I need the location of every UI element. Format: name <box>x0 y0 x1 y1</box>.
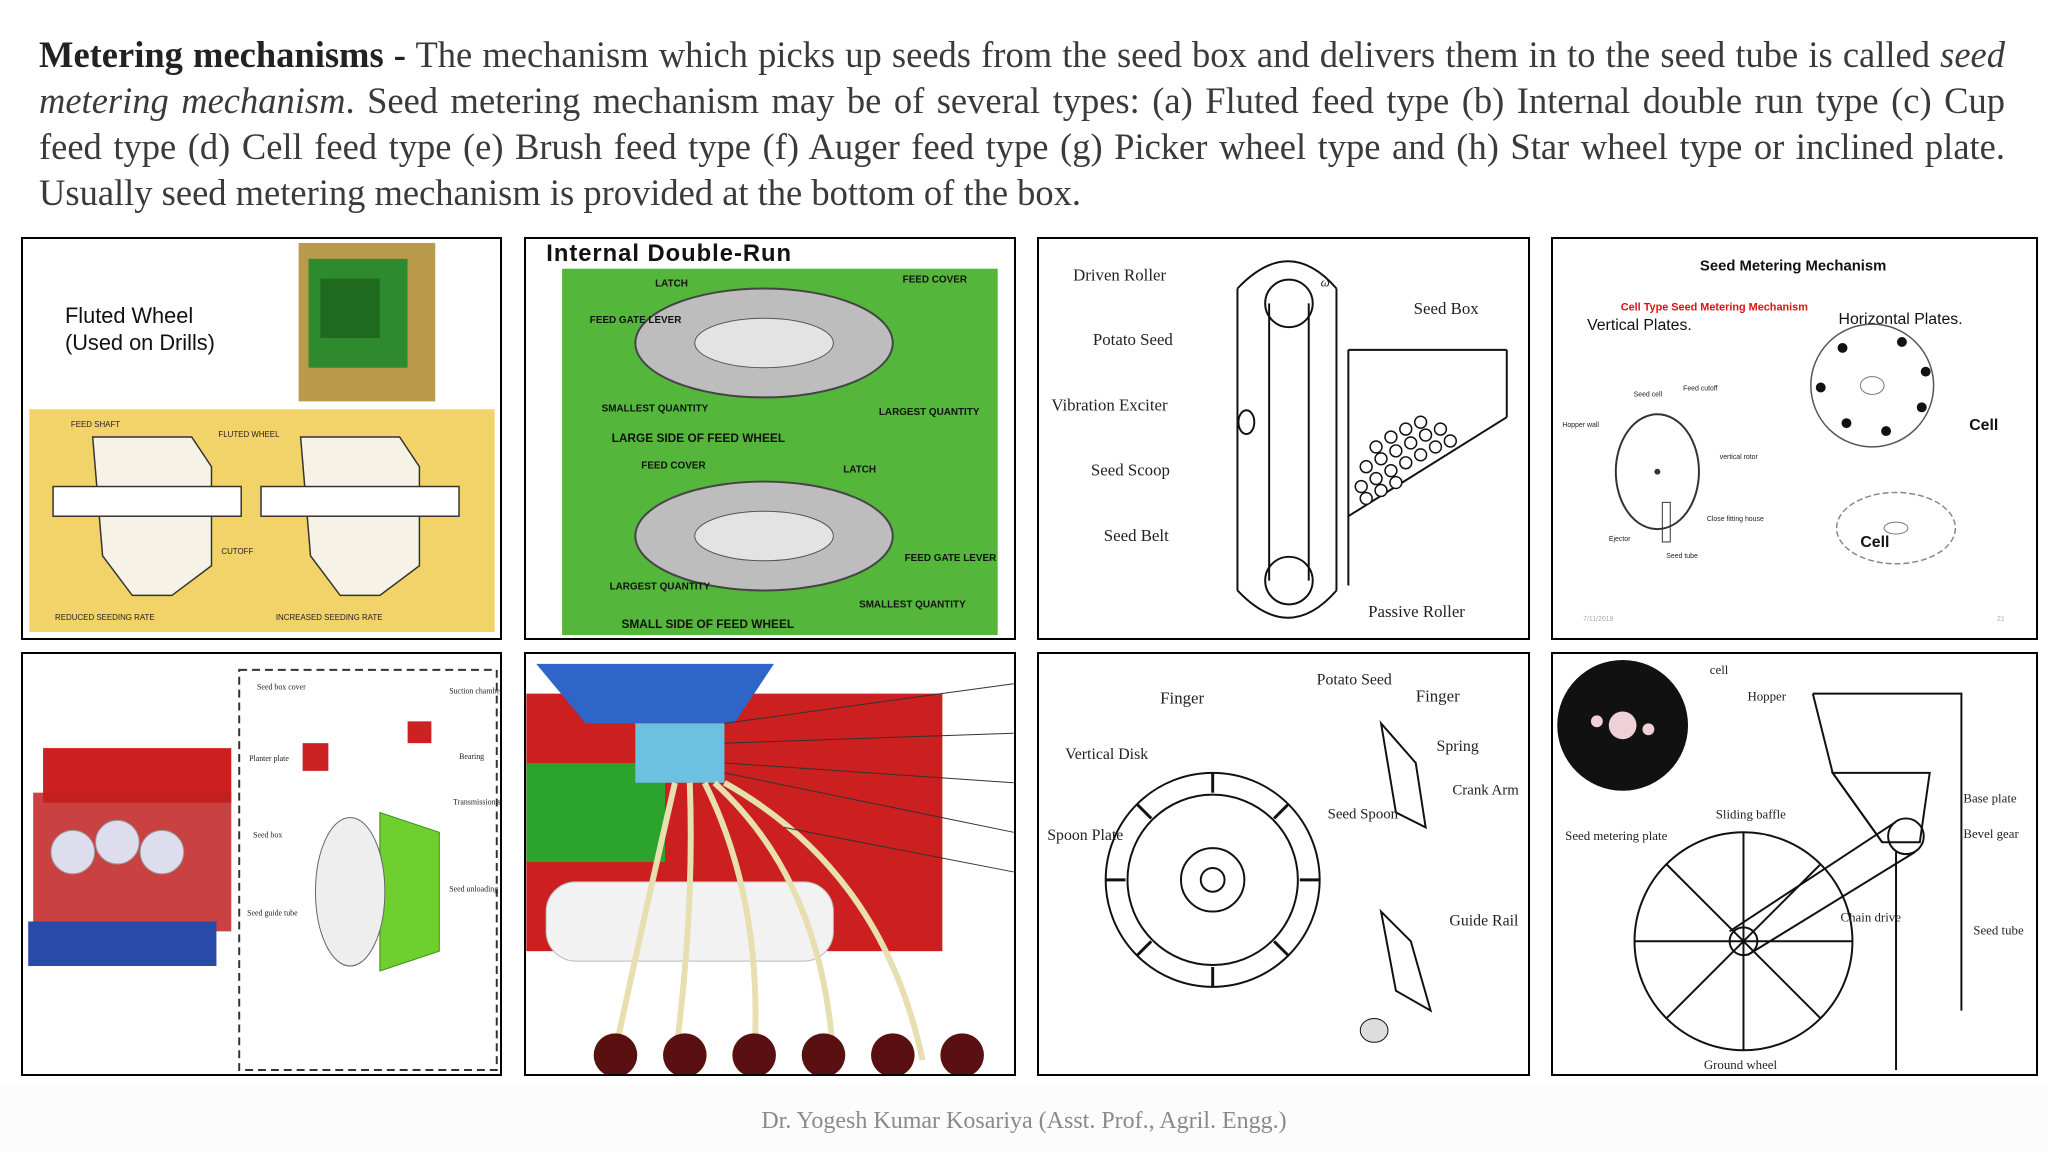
label-seed-cell: Seed cell <box>1634 391 1663 398</box>
label-smallest-top: SMALLEST QUANTITY <box>602 403 709 414</box>
cell-title: Seed Metering Mechanism <box>1700 259 1886 275</box>
label-small-side: SMALL SIDE OF FEED WHEEL <box>621 617 794 631</box>
double-run-title: Internal Double-Run <box>546 240 792 267</box>
label-fluted-wheel: FLUTED WHEEL <box>218 430 280 439</box>
para-italic: seed metering mechanism <box>39 34 2005 121</box>
label-feed-shaft: FEED SHAFT <box>71 420 120 429</box>
label-vertical-disk: Vertical Disk <box>1065 746 1148 763</box>
label-seed-box-p5: Seed box <box>253 830 282 839</box>
label-feed-cutoff: Feed cutoff <box>1683 385 1718 392</box>
label-spoon-plate: Spoon Plate <box>1047 827 1123 844</box>
cell-subtitle: Cell Type Seed Metering Mechanism <box>1621 301 1808 313</box>
label-bearing: Bearing <box>459 752 484 761</box>
label-feed-cover-bottom: FEED COVER <box>641 461 705 472</box>
label-potato-seed: Potato Seed <box>1093 330 1174 349</box>
slide-date: 7/11/2019 <box>1583 616 1613 623</box>
label-planter-plate: Planter plate <box>249 754 289 763</box>
seed-pile <box>1354 415 1458 506</box>
label-transmission-shaft: Transmission shaft <box>453 798 500 807</box>
label-bevel-gear: Bevel gear <box>1963 827 2019 841</box>
inclined-plate-figure: cell Hopper Base plate Sliding baffle Be… <box>1557 659 2024 1072</box>
panel-fluted-wheel: Fluted Wheel (Used on Drills) FEED SHAFT… <box>21 237 502 640</box>
label-vertical-plates: Vertical Plates. <box>1587 317 1692 334</box>
label-largest-bottom: LARGEST QUANTITY <box>610 581 711 592</box>
label-seed-box-cover: Seed box cover <box>257 683 306 692</box>
label-seed-belt: Seed Belt <box>1104 526 1169 545</box>
footer-band <box>0 1085 2048 1152</box>
fluted-wheel-figure: Fluted Wheel (Used on Drills) FEED SHAFT… <box>29 242 495 633</box>
label-sliding-baffle: Sliding baffle <box>1716 807 1786 821</box>
label-seed-guide-tube: Seed guide tube <box>247 909 298 918</box>
cell-type-figure: Seed Metering Mechanism Cell Type Seed M… <box>1562 259 2005 623</box>
label-guide-rail: Guide Rail <box>1449 912 1519 929</box>
label-suction-chamber: Suction chamber shell <box>449 687 500 696</box>
label-finger-2: Finger <box>1416 687 1460 706</box>
label-latch-bottom: LATCH <box>843 465 876 476</box>
drill-3d-figure <box>526 654 1014 1074</box>
label-potato-seed-p7: Potato Seed <box>1317 672 1392 689</box>
label-close-fitting: Close fitting house <box>1707 516 1764 523</box>
label-feed-gate-lever-top: FEED GATE LEVER <box>590 315 682 326</box>
intro-paragraph: Metering mechanisms - The mechanism whic… <box>39 32 2005 216</box>
spoon-plate-figure: Potato Seed Finger Finger Vertical Disk … <box>1047 672 1519 1043</box>
label-smallest-bottom: SMALLEST QUANTITY <box>859 599 966 610</box>
label-base-plate: Base plate <box>1963 792 2016 806</box>
label-cutoff: CUTOFF <box>221 547 253 556</box>
footer-credit: Dr. Yogesh Kumar Kosariya (Asst. Prof., … <box>761 1108 1287 1134</box>
label-seed-tube-p8: Seed tube <box>1973 923 2024 937</box>
label-feed-cover-top: FEED COVER <box>903 275 967 286</box>
para-text-2: . Seed metering mechanism may be of seve… <box>39 80 2005 213</box>
planter-figure: Seed box cover Suction chamber shell Pla… <box>28 668 500 1072</box>
label-largest-top: LARGEST QUANTITY <box>879 407 980 418</box>
fluted-title-line2: (Used on Drills) <box>65 330 215 355</box>
label-large-side: LARGE SIDE OF FEED WHEEL <box>612 431 786 445</box>
panel-planter-exploded: Seed box cover Suction chamber shell Pla… <box>21 652 502 1076</box>
label-vertical-rotor: vertical rotor <box>1720 454 1759 461</box>
label-omega: ω <box>1321 276 1330 290</box>
label-passive-roller: Passive Roller <box>1368 602 1465 621</box>
label-latch-top: LATCH <box>655 279 688 290</box>
label-hopper: Hopper <box>1747 690 1786 704</box>
label-increased: INCREASED SEEDING RATE <box>276 613 383 622</box>
label-ground-wheel: Ground wheel <box>1704 1058 1778 1072</box>
label-vibration-exciter: Vibration Exciter <box>1051 395 1168 414</box>
label-chain-drive: Chain drive <box>1841 910 1902 924</box>
panel-3d-drill <box>524 652 1016 1076</box>
label-seed-unloading-plug: Seed unloading plug <box>449 885 500 894</box>
para-bold-lead: Metering mechanisms - <box>39 34 406 75</box>
label-driven-roller: Driven Roller <box>1073 266 1166 285</box>
label-seed-tube-cell: Seed tube <box>1666 553 1698 560</box>
slide-page: 21 <box>1997 616 2005 623</box>
label-seed-spoon: Seed Spoon <box>1328 806 1399 822</box>
label-reduced: REDUCED SEEDING RATE <box>55 613 155 622</box>
panel-seed-belt: Driven Roller Potato Seed Vibration Exci… <box>1037 237 1530 640</box>
label-seed-metering-plate: Seed metering plate <box>1565 829 1667 843</box>
label-cell-1: Cell <box>1969 417 1998 434</box>
para-text-1: The mechanism which picks up seeds from … <box>405 34 1941 75</box>
label-cell-2: Cell <box>1860 534 1889 551</box>
panel-internal-double-run: Internal Double-Run LATCH FEED COVER FEE… <box>524 237 1016 640</box>
label-seed-box: Seed Box <box>1414 299 1480 318</box>
label-cell-p8: cell <box>1710 663 1729 677</box>
label-hopper-wall: Hopper wall <box>1562 422 1599 429</box>
label-finger-1: Finger <box>1160 689 1204 708</box>
label-feed-gate-lever-bottom: FEED GATE LEVER <box>905 553 997 564</box>
double-run-figure: Internal Double-Run LATCH FEED COVER FEE… <box>526 239 1014 638</box>
label-seed-scoop: Seed Scoop <box>1091 461 1170 480</box>
panel-cell-type: Seed Metering Mechanism Cell Type Seed M… <box>1551 237 2038 640</box>
seed-belt-figure: Driven Roller Potato Seed Vibration Exci… <box>1051 260 1508 621</box>
label-spring: Spring <box>1437 738 1479 755</box>
panel-spoon-plate: Potato Seed Finger Finger Vertical Disk … <box>1037 652 1530 1076</box>
panel-inclined-plate: cell Hopper Base plate Sliding baffle Be… <box>1551 652 2038 1076</box>
fluted-title-line1: Fluted Wheel <box>65 303 193 328</box>
label-ejector: Ejector <box>1609 536 1631 543</box>
label-crank-arm: Crank Arm <box>1452 783 1519 799</box>
